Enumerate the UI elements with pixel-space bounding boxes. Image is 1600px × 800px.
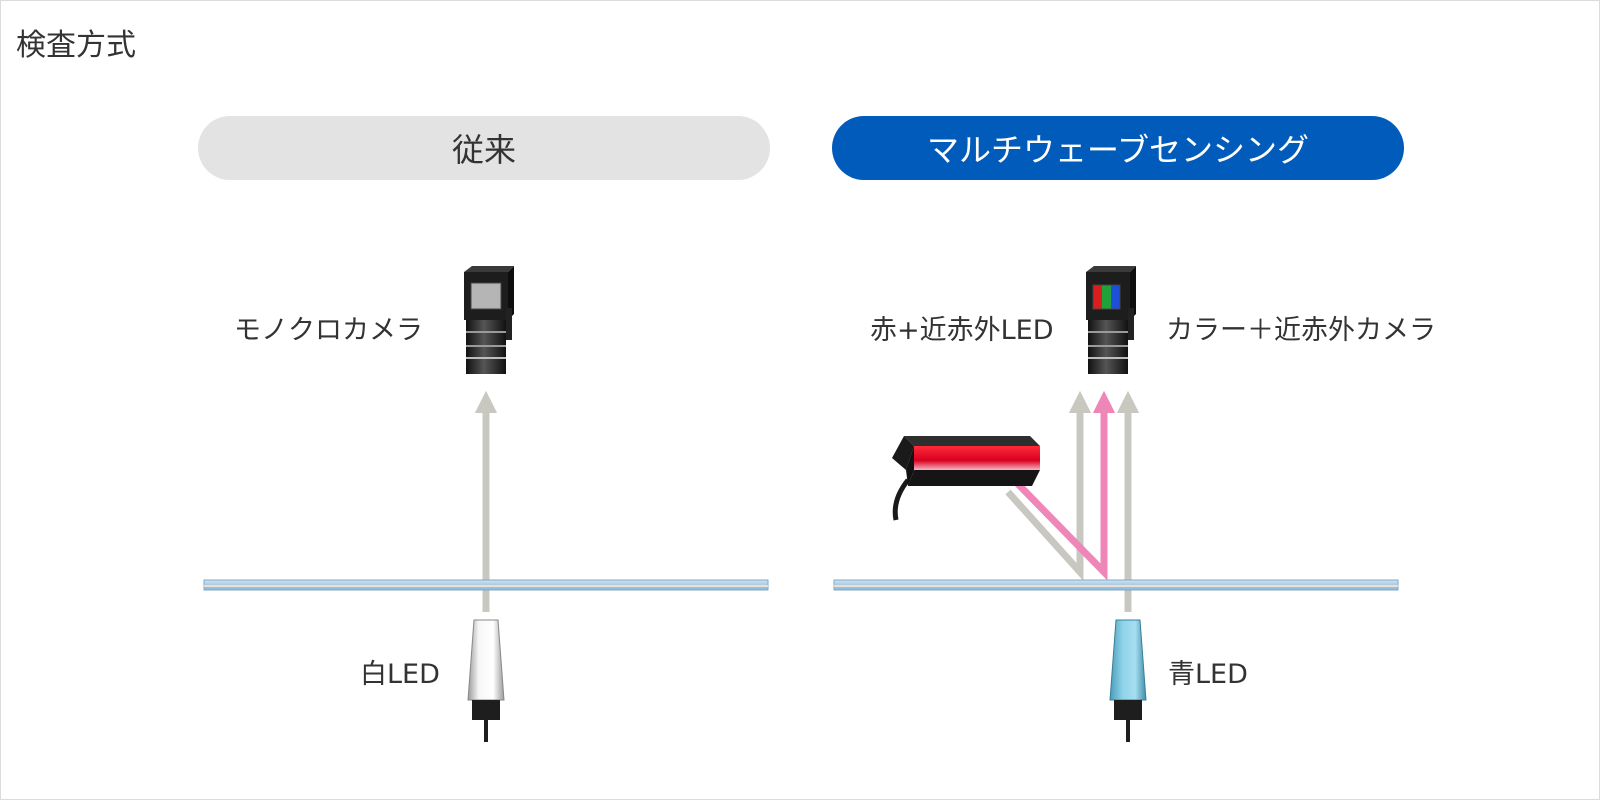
page-title: 検査方式 — [16, 28, 136, 63]
conventional-header: 従来 — [198, 116, 770, 180]
conventional-illustration — [203, 266, 769, 742]
multiwave-illustration — [833, 266, 1399, 742]
monochrome-camera-label: モノクロカメラ — [234, 315, 423, 346]
bar-light-pink-reflection-arrow — [1013, 390, 1116, 581]
bar-light-gray-reflection-arrow — [1005, 390, 1092, 582]
blue-led-icon — [1109, 619, 1147, 742]
monochrome-camera-icon — [464, 266, 514, 374]
multiwave-header: マルチウェーブセンシング — [832, 116, 1404, 180]
white-led-label: 白LED — [360, 659, 440, 690]
red-nir-led-label: 赤+近赤外LED — [870, 315, 1054, 346]
red-nir-bar-light-icon — [892, 436, 1040, 521]
white-led-icon — [467, 619, 505, 742]
blue-led-label: 青LED — [1168, 659, 1248, 690]
color-nir-camera-label: カラー＋近赤外カメラ — [1166, 315, 1436, 346]
color-nir-camera-icon — [1086, 266, 1136, 374]
